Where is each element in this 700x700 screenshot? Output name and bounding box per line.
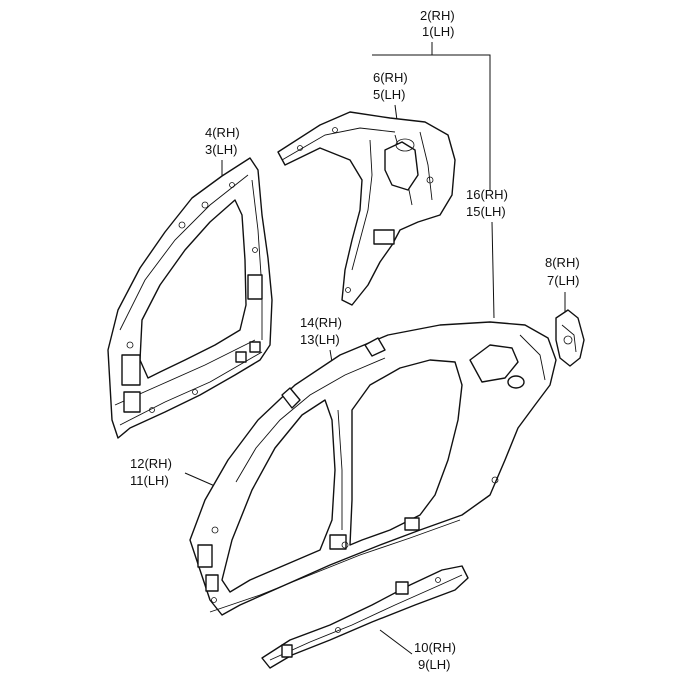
label-16-rh: 16(RH) (466, 187, 508, 202)
callout-10-9: 10(RH) 9(LH) (414, 640, 456, 672)
label-14-rh: 14(RH) (300, 315, 342, 330)
callout-8-7: 8(RH) 7(LH) (545, 255, 580, 288)
callout-12-11: 12(RH) 11(LH) (130, 456, 172, 488)
label-4-rh: 4(RH) (205, 125, 240, 140)
side-outer-panel (189, 321, 557, 616)
label-9-lh: 9(LH) (418, 657, 451, 672)
label-7-lh: 7(LH) (547, 273, 580, 288)
leader-10-9 (379, 629, 413, 655)
label-3-lh: 3(LH) (205, 142, 238, 157)
callout-2-1: 2(RH) 1(LH) (420, 8, 455, 39)
label-8-rh: 8(RH) (545, 255, 580, 270)
label-15-lh: 15(LH) (466, 204, 506, 219)
front-pillar-inner-panel (107, 157, 273, 439)
callout-6-5: 6(RH) 5(LH) (373, 70, 408, 102)
callout-4-3: 4(RH) 3(LH) (205, 125, 240, 157)
callout-16-15: 16(RH) 15(LH) (466, 187, 508, 219)
label-10-rh: 10(RH) (414, 640, 456, 655)
label-1-lh: 1(LH) (422, 24, 455, 39)
leader-lines (184, 42, 566, 655)
leader-2-1 (431, 42, 491, 190)
side-sill-panel (261, 565, 469, 669)
quarter-inner-panel (277, 111, 456, 306)
label-6-rh: 6(RH) (373, 70, 408, 85)
label-12-rh: 12(RH) (130, 456, 172, 471)
label-2-rh: 2(RH) (420, 8, 455, 23)
label-11-lh: 11(LH) (130, 473, 169, 488)
callout-14-13: 14(RH) 13(LH) (300, 315, 342, 347)
fuel-filler-bracket (555, 309, 585, 367)
label-13-lh: 13(LH) (300, 332, 340, 347)
leader-16-15 (491, 221, 495, 319)
label-5-lh: 5(LH) (373, 87, 406, 102)
